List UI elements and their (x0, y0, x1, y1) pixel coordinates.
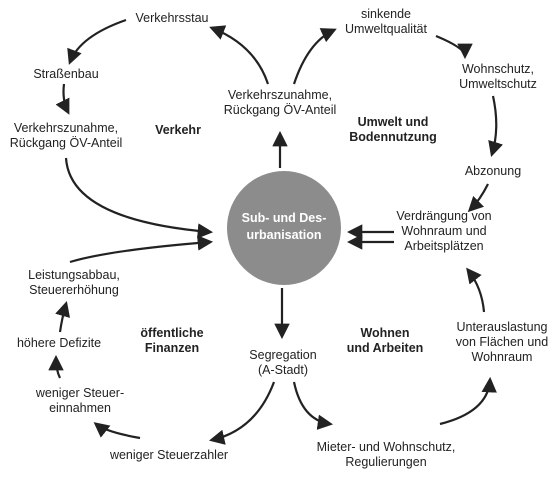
arrow-steuerzahler-to-steuereinnahmen (93, 422, 141, 440)
node-mieterschutz: Mieter- und Wohnschutz, Regulierungen (316, 440, 456, 469)
arrow-stau-to-strassenbau (67, 18, 127, 65)
node-unterauslastung: Unterauslastung von Flächen und Wohnraum (455, 320, 549, 364)
node-weniger-steuerzahler: weniger Steuerzahler (109, 448, 229, 462)
node-weniger-steuereinnahmen: weniger Steuer- einnahmen (35, 386, 125, 415)
node-verdraengung: Verdrängung von Wohnraum und Arbeitsplät… (396, 209, 492, 253)
arrow-zunahme-to-center (64, 157, 214, 239)
arrow-mieterschutz-to-unterauslastung (439, 376, 497, 426)
node-abzonung: Abzonung (464, 164, 522, 178)
section-finanzen: öffentliche Finanzen (140, 326, 204, 355)
arrow-wohnschutz-to-abzonung (488, 95, 503, 157)
node-verkehrszunahme-left: Verkehrszunahme, Rückgang ÖV-Anteil (9, 121, 123, 150)
node-strassenbau: Straßenbau (33, 67, 99, 81)
arrow-strassenbau-to-zunahme (55, 83, 70, 115)
arrow-defizite-to-leistungsabbau (55, 301, 71, 333)
node-hoehere-defizite: höhere Defizite (16, 336, 102, 350)
section-wohnen: Wohnen und Arbeiten (346, 326, 424, 355)
section-verkehr: Verkehr (155, 123, 201, 137)
center-label: Sub- und Des- urbanisation (241, 211, 327, 242)
node-verkehrsstau: Verkehrsstau (135, 11, 209, 25)
node-wohnschutz-umweltschutz: Wohnschutz, Umweltschutz (459, 62, 537, 91)
arrow-unterauslastung-to-verdraengung (466, 267, 486, 313)
arrow-leistungsabbau-to-center (69, 235, 214, 264)
node-segregation: Segregation (A-Stadt) (249, 348, 317, 377)
arrow-segregation-to-steuerzahler (208, 381, 276, 445)
section-umwelt: Umwelt und Bodennutzung (349, 115, 437, 144)
arrow-abzonung-to-verdraengung (467, 183, 489, 213)
node-verkehrszunahme-top: Verkehrszunahme, Rückgang ÖV-Anteil (223, 88, 337, 117)
node-sinkende-umweltqualitaet: sinkende Umweltqualität (345, 7, 427, 36)
arrow-umweltqualitaet-to-wohnschutz (435, 34, 473, 60)
arrow-steuereinnahmen-to-defizite (48, 354, 64, 379)
center-circle (227, 171, 341, 285)
arrow-segregation-to-mieterschutz (292, 381, 334, 430)
arrow-zunahme-to-stau (209, 25, 270, 85)
node-leistungsabbau: Leistungsabbau, Steuererhöhung (28, 268, 120, 297)
arrow-zunahme-to-umweltqualitaet (292, 28, 337, 85)
